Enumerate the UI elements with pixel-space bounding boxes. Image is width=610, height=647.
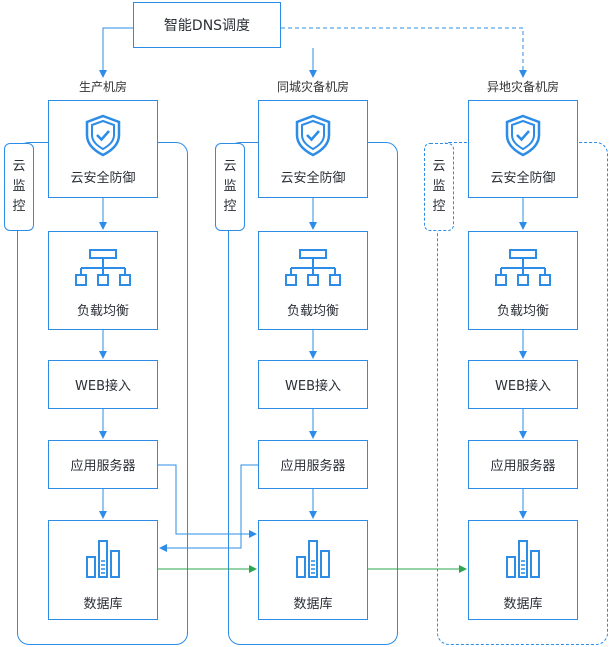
security-label: 云安全防御 — [280, 171, 346, 186]
web-access-label: WEB接入 — [285, 379, 341, 394]
cloud-monitor-char: 监 — [12, 179, 26, 194]
load-balancer-card-local-dr: 负载均衡 — [258, 231, 368, 330]
database-card-local-dr: 数据库 — [258, 520, 368, 620]
app-server-label: 应用服务器 — [280, 459, 346, 474]
site-label-remote-dr: 异地灾备机房 — [486, 80, 559, 94]
web-access-card-remote-dr: WEB接入 — [468, 360, 578, 409]
load-balancer-label: 负载均衡 — [286, 304, 339, 319]
database-label: 数据库 — [503, 597, 543, 612]
cloud-monitor-char: 监 — [223, 179, 237, 194]
web-access-label: WEB接入 — [75, 379, 131, 394]
cloud-monitor-char: 云 — [223, 159, 237, 174]
database-bars-icon — [296, 540, 330, 578]
cloud-monitor-char: 控 — [223, 199, 237, 214]
load-balancer-card-production: 负载均衡 — [48, 231, 158, 330]
shield-icon — [295, 114, 331, 157]
app-server-card-remote-dr: 应用服务器 — [468, 440, 578, 489]
database-card-remote-dr: 数据库 — [468, 520, 578, 620]
cloud-monitor-local-dr: 云 监 控 — [215, 143, 245, 231]
app-server-label: 应用服务器 — [490, 459, 556, 474]
security-label: 云安全防御 — [490, 171, 556, 186]
database-label: 数据库 — [83, 597, 123, 612]
security-card-remote-dr: 云安全防御 — [468, 100, 578, 198]
cloud-monitor-production: 云 监 控 — [4, 143, 34, 231]
dns-scheduler-box: 智能DNS调度 — [133, 2, 281, 48]
web-access-label: WEB接入 — [495, 379, 551, 394]
dns-to-production-arrow — [99, 27, 133, 78]
database-card-production: 数据库 — [48, 520, 158, 620]
load-balancer-card-remote-dr: 负载均衡 — [468, 231, 578, 330]
cloud-monitor-char: 云 — [12, 159, 26, 174]
dns-scheduler-title: 智能DNS调度 — [163, 18, 251, 34]
database-bars-icon — [506, 540, 540, 578]
database-bars-icon — [86, 540, 120, 578]
database-label: 数据库 — [293, 597, 333, 612]
cloud-monitor-char: 云 — [432, 159, 446, 174]
cloud-monitor-char: 控 — [432, 199, 446, 214]
app-production-to-db-local-arrow — [158, 464, 257, 538]
site-label-local-dr: 同城灾备机房 — [276, 80, 349, 94]
network-tree-icon — [495, 249, 551, 286]
security-card-production: 云安全防御 — [48, 100, 158, 198]
site-label-production: 生产机房 — [78, 80, 127, 94]
network-tree-icon — [285, 249, 341, 286]
security-card-local-dr: 云安全防御 — [258, 100, 368, 198]
cloud-monitor-remote-dr: 云 监 控 — [424, 143, 454, 231]
app-server-label: 应用服务器 — [70, 459, 136, 474]
cloud-monitor-char: 控 — [12, 199, 26, 214]
web-access-card-local-dr: WEB接入 — [258, 360, 368, 409]
network-tree-icon — [75, 249, 131, 286]
shield-icon — [85, 114, 121, 157]
web-access-card-production: WEB接入 — [48, 360, 158, 409]
app-server-card-production: 应用服务器 — [48, 440, 158, 489]
app-local-to-db-production-arrow — [159, 464, 258, 552]
cloud-monitor-char: 监 — [432, 179, 446, 194]
shield-icon — [505, 114, 541, 157]
load-balancer-label: 负载均衡 — [76, 304, 129, 319]
app-server-card-local-dr: 应用服务器 — [258, 440, 368, 489]
load-balancer-label: 负载均衡 — [496, 304, 549, 319]
dns-to-remote-dr-arrow — [281, 27, 527, 78]
security-label: 云安全防御 — [70, 171, 136, 186]
